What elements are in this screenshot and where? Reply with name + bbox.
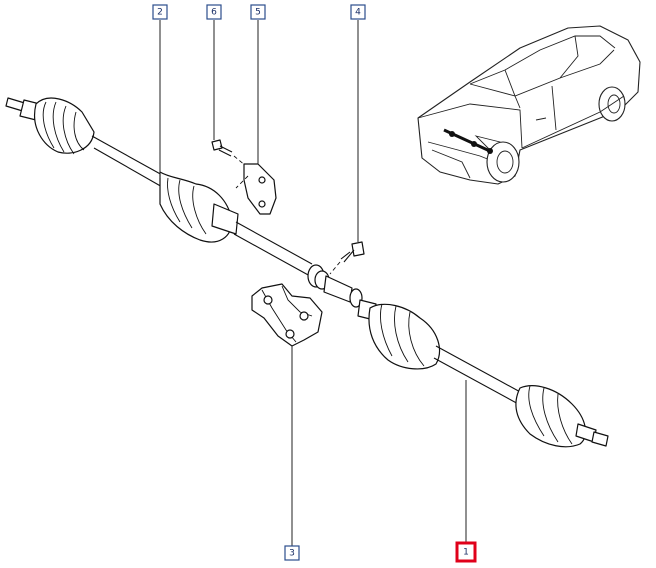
- callout-2-label: 2: [157, 8, 163, 18]
- callout-1-label: 1: [463, 548, 469, 558]
- callout-4-label: 4: [355, 8, 361, 18]
- car-locator-illustration: [417, 25, 641, 185]
- callout-4[interactable]: 4: [350, 4, 366, 20]
- callout-2[interactable]: 2: [152, 4, 168, 20]
- plate-5: [235, 163, 277, 215]
- callout-5-label: 5: [255, 8, 261, 18]
- support-bracket: [251, 283, 323, 347]
- driveshaft-right: [357, 299, 609, 448]
- driveshaft-left: [5, 97, 313, 277]
- callout-3[interactable]: 3: [284, 545, 300, 561]
- callout-5[interactable]: 5: [250, 4, 266, 20]
- callout-6[interactable]: 6: [206, 4, 222, 20]
- bolt-6: [211, 139, 247, 167]
- callout-1[interactable]: 1: [455, 541, 477, 563]
- bolt-4: [329, 241, 365, 275]
- callout-6-label: 6: [211, 8, 217, 18]
- center-bearing: [307, 264, 363, 308]
- callout-3-label: 3: [289, 549, 295, 559]
